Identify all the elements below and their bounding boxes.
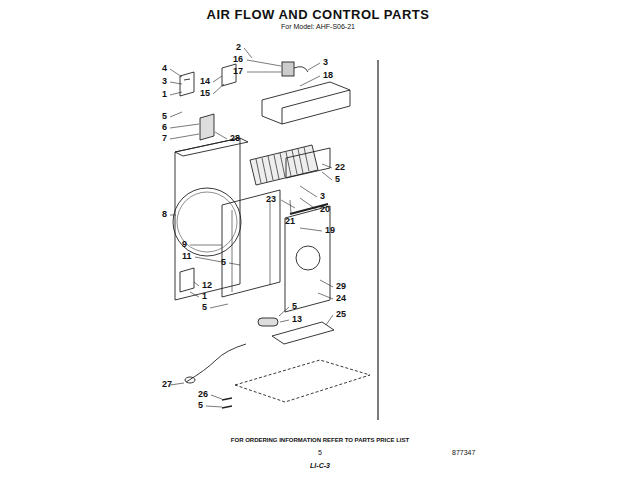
- form-code: LI-C-3: [310, 462, 330, 469]
- panel-hole: [296, 246, 320, 270]
- callout-number: 22: [335, 163, 345, 172]
- callout-number: 17: [233, 67, 243, 76]
- wire-harness: [186, 344, 246, 382]
- capacitor: [258, 318, 278, 326]
- plug: [185, 377, 195, 383]
- callout-number: 25: [336, 310, 346, 319]
- callout-number: 16: [233, 55, 243, 64]
- callout-number: 18: [323, 71, 333, 80]
- frame-edge: [232, 210, 233, 292]
- switch: [282, 62, 294, 76]
- callout-number: 26: [198, 390, 208, 399]
- edge: [282, 108, 283, 124]
- screw: [222, 406, 232, 408]
- callout-number: 5: [335, 175, 340, 184]
- callout-number: 5: [162, 112, 167, 121]
- shroud-ring: [173, 188, 241, 256]
- callout-number: 5: [292, 302, 297, 311]
- leader-lines: [170, 48, 333, 407]
- capacitor: [200, 114, 214, 140]
- callout-number: 9: [182, 240, 187, 249]
- callout-number: 3: [162, 77, 167, 86]
- base-plate: [235, 360, 370, 402]
- drawing-number: 877347: [452, 449, 475, 456]
- callout-number: 29: [336, 282, 346, 291]
- screw: [222, 398, 232, 400]
- callout-number: 3: [320, 192, 325, 201]
- edge: [282, 90, 350, 108]
- callout-number: 24: [336, 294, 346, 303]
- frame: [222, 190, 280, 297]
- ordering-note: FOR ORDERING INFORMATION REFER TO PARTS …: [231, 437, 409, 443]
- callout-number: 1: [162, 90, 167, 99]
- bracket: [180, 72, 194, 96]
- callout-number: 8: [162, 210, 167, 219]
- frame-edge: [270, 200, 271, 285]
- callout-number: 5: [198, 401, 203, 410]
- callout-number: 7: [162, 134, 167, 143]
- callout-number: 12: [202, 281, 212, 290]
- fan-shroud: [175, 138, 240, 300]
- screw: [184, 79, 190, 80]
- callout-number: 5: [202, 303, 207, 312]
- callout-number: 19: [325, 226, 335, 235]
- callout-number: 5: [221, 258, 226, 267]
- callout-number: 13: [292, 315, 302, 324]
- callout-number: 2: [236, 43, 241, 52]
- border-line: [377, 60, 378, 420]
- callout-number: 1: [202, 292, 207, 301]
- callout-number: 27: [162, 380, 172, 389]
- callout-number: 21: [285, 217, 295, 226]
- shroud-ring: [177, 192, 237, 252]
- callout-number: 14: [200, 77, 210, 86]
- callout-number: 3: [323, 58, 328, 67]
- page-number: 5: [318, 449, 322, 456]
- blower-blades: [256, 147, 309, 183]
- bracket: [180, 268, 194, 292]
- callout-number: 11: [182, 252, 192, 261]
- drain-pan: [272, 322, 334, 344]
- callout-number: 28: [230, 134, 240, 143]
- panel: [285, 206, 330, 312]
- callout-number: 4: [162, 64, 167, 73]
- callout-number: 23: [266, 195, 276, 204]
- blower-wheel: [250, 145, 318, 185]
- control-box: [262, 82, 350, 124]
- callout-number: 20: [320, 205, 330, 214]
- callout-number: 15: [200, 89, 210, 98]
- callout-number: 6: [162, 123, 167, 132]
- diagram-title: AIR FLOW AND CONTROL PARTS: [207, 8, 430, 21]
- wire: [294, 67, 308, 72]
- model-number: For Model: AHF-S06-21: [281, 23, 355, 30]
